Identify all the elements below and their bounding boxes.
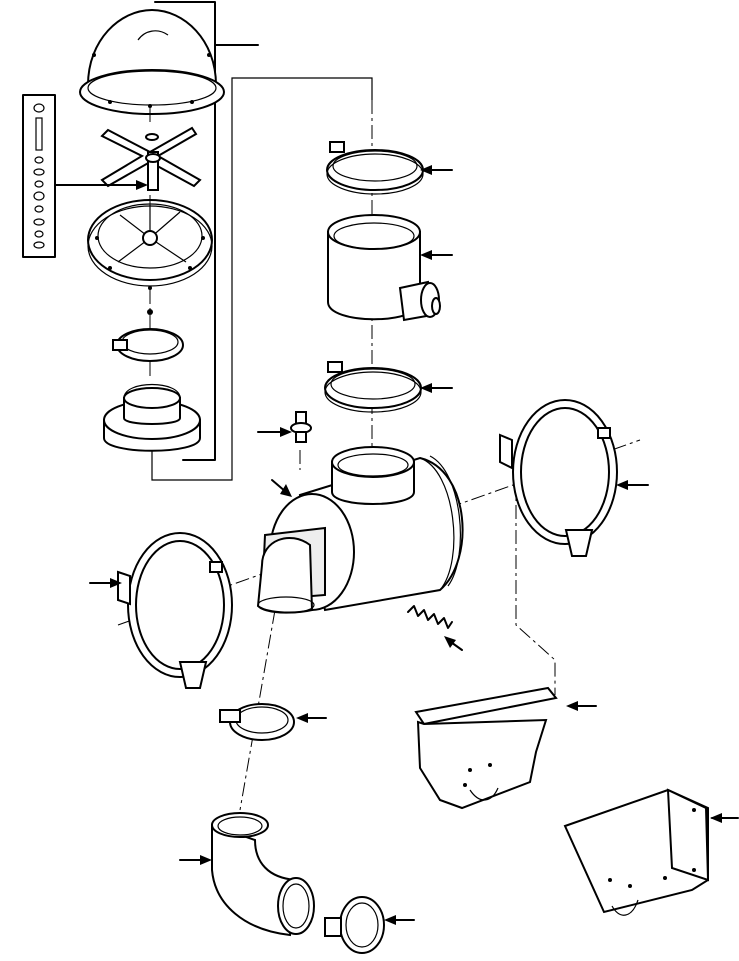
left-mounting-band	[89, 532, 233, 689]
middle-clamp	[324, 361, 453, 413]
spring	[407, 605, 463, 651]
elbow	[179, 812, 315, 937]
upper-clamp	[326, 141, 453, 195]
group-bracket-lines	[151, 1, 373, 481]
spider-support	[100, 126, 202, 191]
air-cleaner-body	[256, 446, 464, 614]
precleaner-cap	[103, 383, 201, 452]
lower-clamp	[324, 896, 415, 954]
vent-valve	[257, 411, 312, 443]
dome-cover	[79, 8, 225, 115]
small-clamp	[112, 328, 184, 362]
lower-bracket	[563, 788, 739, 916]
upper-bracket	[414, 686, 597, 810]
outlet-tube	[327, 214, 453, 322]
right-mounting-band	[499, 399, 649, 557]
hardware-kit	[22, 94, 148, 258]
precleaner-fan	[87, 199, 213, 315]
elbow-clamp	[219, 703, 327, 741]
